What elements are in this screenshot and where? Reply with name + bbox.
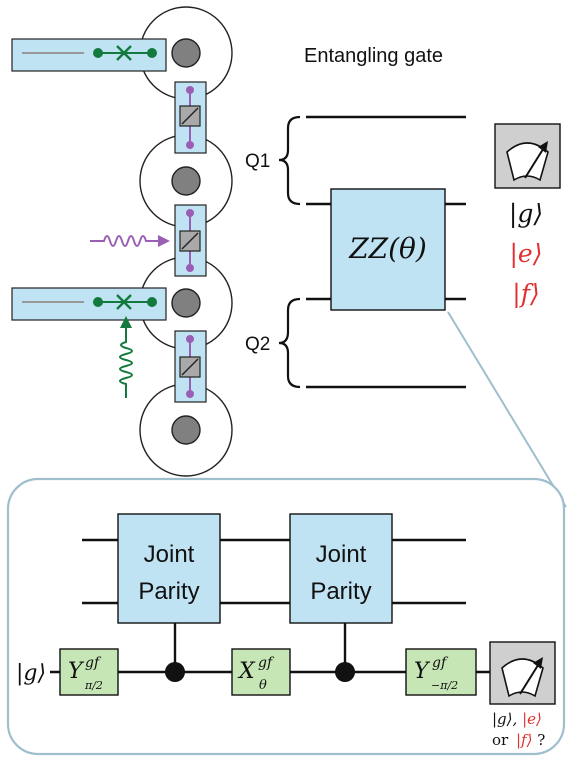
joint-parity-1-line1: Joint bbox=[144, 541, 195, 568]
state-f: |f⟩ bbox=[512, 279, 539, 309]
brace-q2 bbox=[278, 297, 301, 389]
pulse-2-sub: θ bbox=[259, 678, 267, 693]
inset-panel bbox=[6, 477, 566, 756]
joint-parity-box-2 bbox=[289, 513, 393, 624]
zz-gate-label: ZZ(θ) bbox=[348, 232, 427, 265]
pulse-3-base: Y bbox=[414, 659, 431, 684]
pulse-3-sup: gf bbox=[432, 655, 449, 671]
result-g: |g⟩, bbox=[492, 710, 517, 728]
result-f: |f⟩ bbox=[516, 731, 532, 749]
control-dot-1 bbox=[165, 662, 185, 682]
svg-text:|g⟩, |e⟩: |g⟩, |e⟩ bbox=[492, 710, 542, 728]
qubit-node-3 bbox=[171, 288, 201, 318]
pulse-2-sup: gf bbox=[258, 655, 275, 671]
zoom-line bbox=[447, 311, 567, 508]
input-state: |g⟩ bbox=[16, 661, 46, 686]
label-q1: Q1 bbox=[245, 151, 270, 172]
pulse-1-sup: gf bbox=[85, 655, 102, 671]
pulse-x-theta: X gf θ bbox=[231, 648, 291, 696]
readout-resonator-2 bbox=[11, 287, 167, 321]
zz-gate-box bbox=[330, 188, 446, 311]
meter-icon bbox=[494, 123, 561, 189]
result-question: ? bbox=[537, 731, 545, 749]
joint-parity-box-1 bbox=[117, 513, 221, 624]
svg-text:X gf θ: X gf θ bbox=[237, 652, 277, 693]
pulse-2-base: X bbox=[237, 659, 256, 684]
qubit-drive-wave bbox=[119, 316, 133, 398]
qubit-chain bbox=[11, 6, 233, 477]
label-q2: Q2 bbox=[245, 334, 270, 355]
joint-parity-2-line1: Joint bbox=[316, 541, 367, 568]
svg-text:Y gf π/2: Y gf π/2 bbox=[68, 652, 104, 692]
qubit-node-4 bbox=[171, 415, 201, 445]
coupler-2 bbox=[174, 204, 207, 277]
qubit-node-2 bbox=[171, 166, 201, 196]
joint-parity-2-line2: Parity bbox=[310, 578, 371, 605]
result-e: |e⟩ bbox=[522, 710, 542, 728]
pulse-1-sub: π/2 bbox=[84, 679, 103, 692]
control-dot-2 bbox=[335, 662, 355, 682]
svg-text:Y gf −π/2: Y gf −π/2 bbox=[414, 652, 458, 692]
result-or: or bbox=[492, 731, 509, 749]
state-e: |e⟩ bbox=[510, 239, 543, 269]
inset-meter-icon bbox=[489, 641, 556, 705]
readout-resonator-1 bbox=[11, 38, 167, 72]
diagram-title: Entangling gate bbox=[304, 45, 443, 67]
pulse-1-base: Y bbox=[68, 659, 85, 684]
pulse-3-sub: −π/2 bbox=[431, 679, 458, 692]
brace-q1 bbox=[278, 115, 301, 206]
pulse-y-minus-pi-half: Y gf −π/2 bbox=[405, 648, 477, 696]
svg-text:or |f⟩ ?: or |f⟩ ? bbox=[492, 731, 545, 749]
pulse-y-pi-half: Y gf π/2 bbox=[59, 648, 119, 696]
coupler-3 bbox=[174, 330, 207, 403]
qubit-node-1 bbox=[171, 38, 201, 68]
state-g: |g⟩ bbox=[509, 199, 543, 229]
coupler-drive-wave bbox=[90, 235, 170, 247]
coupler-1 bbox=[174, 81, 207, 154]
joint-parity-1-line2: Parity bbox=[138, 578, 199, 605]
